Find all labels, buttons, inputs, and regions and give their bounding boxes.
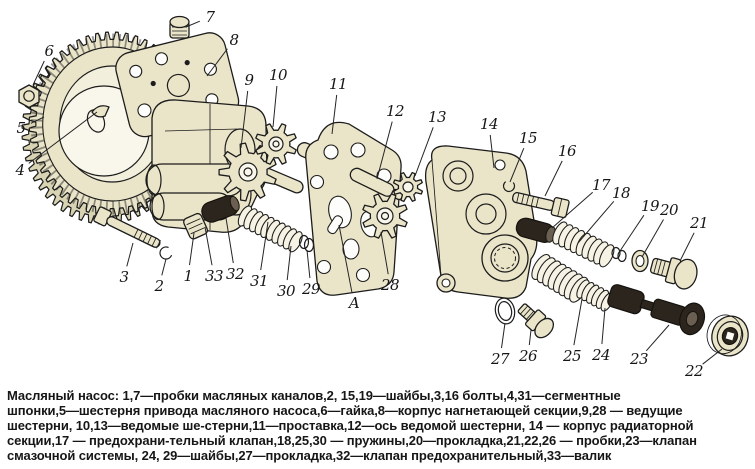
plug-26 [517,303,555,339]
bolt-16 [511,192,570,219]
bolt-3 [93,206,161,249]
caption-line: Масляный насос: 1,7—пробки масляных кана… [7,388,621,403]
segment-key-4 [91,105,110,118]
spring-18 [552,221,615,268]
caption-line: секции,17 — предохрани-тельный клапан,18… [7,433,697,448]
plug-7 [169,15,190,39]
gear-28 [362,193,408,239]
caption-line: шестерни, 10,13—ведомые ше-стерни,11—про… [7,418,694,433]
gear-9 [218,142,277,202]
lock-washer-15 [502,179,516,193]
radiator-housing-14 [424,145,538,299]
caption-line: смазочной системы, 24, 29—шайбы,27—прокл… [7,448,612,463]
safety-valve-32 [201,195,240,223]
nut-6 [18,84,40,109]
caption-line: шпонки,5—шестерня привода масляного насо… [7,403,683,418]
leader-lines [28,20,723,365]
gasket-20 [631,249,649,273]
figure-caption: Масляный насос: 1,7—пробки масляных кана… [0,385,755,463]
cap-22 [706,314,749,357]
exploded-view-drawing [18,15,749,365]
pump-housing-8 [145,99,268,233]
gear-10 [255,123,297,165]
plug-1 [183,212,209,240]
plug-21 [649,257,698,290]
gasket-27 [494,297,516,325]
lock-washer-2 [159,246,173,260]
washers-19 [611,246,627,263]
spring-25 [531,254,589,303]
gear-13 [392,171,424,203]
oil-system-valve-23 [607,284,706,336]
spring-30 [237,205,303,253]
